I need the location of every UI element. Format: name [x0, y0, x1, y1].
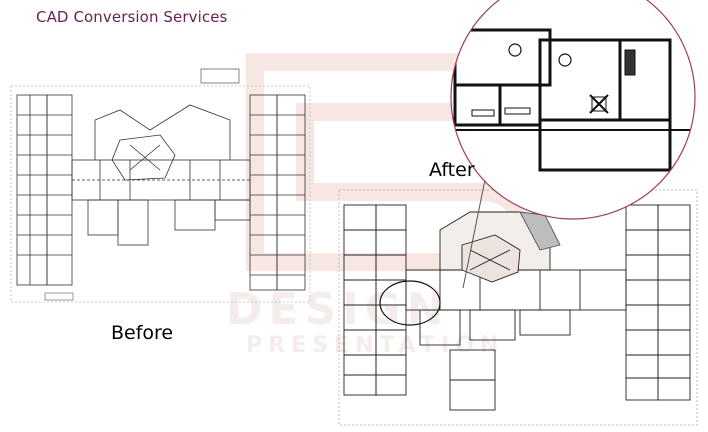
after-floor-plan — [338, 169, 698, 426]
before-label: Before — [111, 322, 174, 344]
watermark-text-1: DESIGN — [226, 284, 450, 335]
before-floor-plan — [10, 68, 311, 303]
page-title: CAD Conversion Services — [36, 8, 228, 26]
watermark-text-2: PRESENTATION — [246, 333, 504, 358]
zoom-detail-circle — [450, 0, 696, 220]
after-label: After — [429, 159, 475, 181]
